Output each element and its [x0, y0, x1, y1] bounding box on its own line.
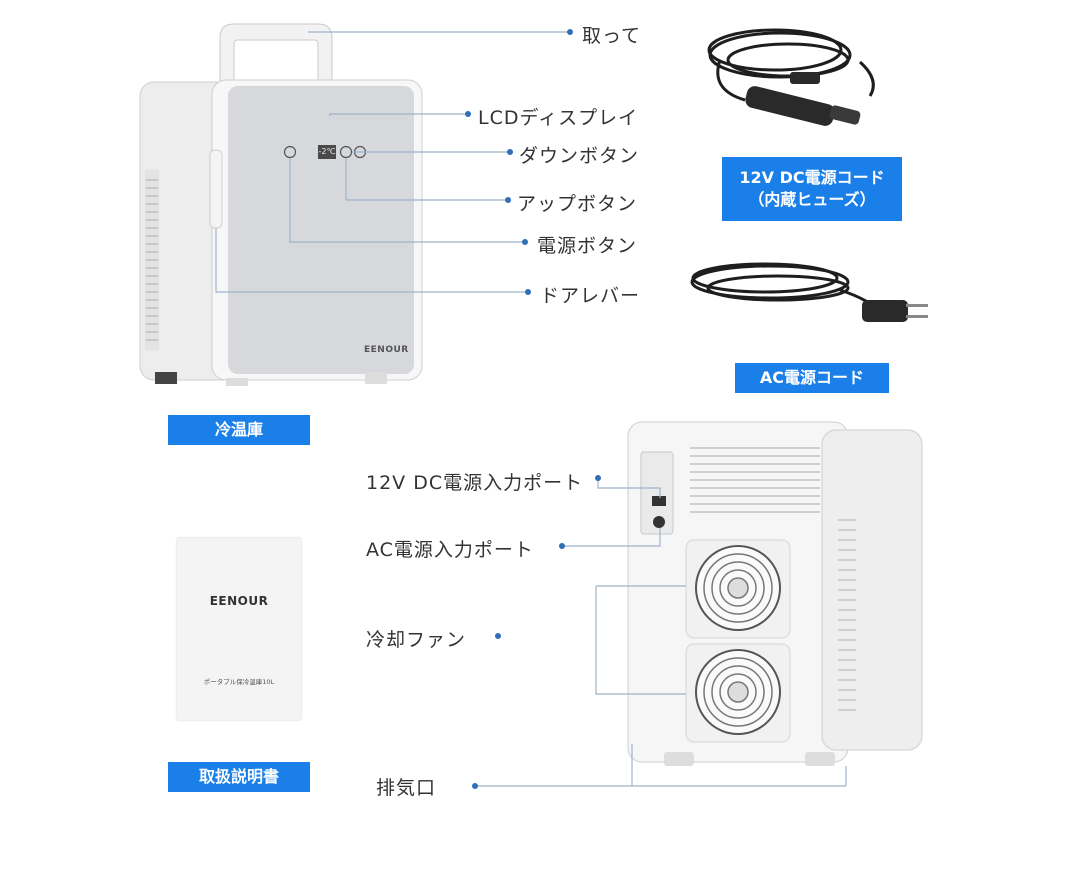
badge-ac-cord: AC電源コード [735, 363, 889, 393]
lcd-reading: -2℃ [318, 147, 336, 156]
front-fridge-image [139, 23, 423, 386]
car-plug-image [745, 72, 861, 126]
ac-cord-image [690, 262, 882, 314]
leader-dots [465, 29, 601, 789]
manual-brand: EENOUR [209, 594, 269, 608]
leader-lines [215, 31, 847, 787]
label-door-lever: ドアレバー [540, 285, 641, 307]
label-exhaust-vent: 排気口 [376, 777, 437, 799]
manual-booklet: EENOUR ポータブル保冷温庫10L [177, 538, 301, 720]
badge-manual: 取扱説明書 [168, 762, 310, 792]
back-fridge-image [627, 421, 923, 766]
label-up-button: アップボタン [517, 193, 638, 215]
label-lcd-display: LCDディスプレイ [478, 107, 639, 129]
badge-manual-text: 取扱説明書 [198, 767, 279, 787]
label-handle: 取って [582, 25, 642, 47]
front-brand-logo: EENOUR [364, 345, 409, 355]
badge-dc-cord-line2: （内蔵ヒューズ） [748, 190, 876, 209]
badge-ac-cord-text: AC電源コード [759, 368, 865, 388]
label-power-button: 電源ボタン [537, 235, 638, 257]
badge-dc-cord: 12V DC電源コード （内蔵ヒューズ） [722, 157, 902, 221]
label-dc-input-port: 12V DC電源入力ポート [366, 472, 584, 494]
badge-fridge: 冷温庫 [168, 415, 310, 445]
label-down-button: ダウンボタン [519, 145, 640, 167]
badge-fridge-text: 冷温庫 [214, 420, 263, 440]
manual-subtitle: ポータブル保冷温庫10L [203, 678, 275, 686]
badge-dc-cord-line1: 12V DC電源コード [739, 168, 885, 188]
ac-plug-image [862, 300, 928, 322]
dc-cord-image [707, 28, 875, 102]
label-ac-input-port: AC電源入力ポート [366, 539, 534, 561]
label-cooling-fan: 冷却ファン [366, 629, 467, 651]
